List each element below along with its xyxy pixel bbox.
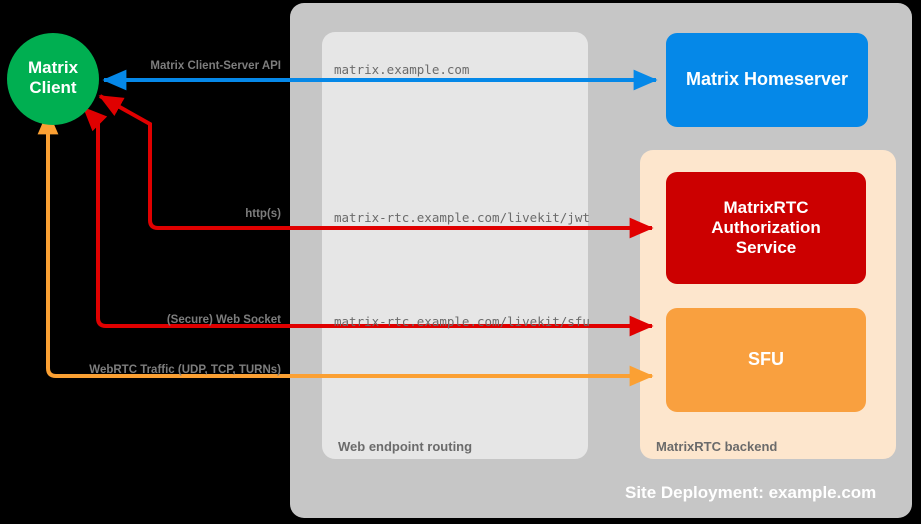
edge-label-jwt-http: http(s) [245, 208, 281, 220]
edge-label-client-server-api: Matrix Client-Server API [150, 60, 281, 72]
edge-sfu-websocket [82, 106, 654, 337]
node-matrix-client [7, 33, 99, 125]
url-label-livekit-jwt: matrix-rtc.example.com/livekit/jwt [334, 210, 590, 225]
node-sfu [666, 308, 866, 412]
edge-label-sfu-websocket: (Secure) Web Socket [166, 314, 281, 326]
web-endpoint-routing-caption: Web endpoint routing [338, 439, 473, 454]
site-deployment-caption: Site Deployment: example.com [625, 483, 877, 502]
edge-webrtc-traffic [37, 110, 654, 387]
url-label-matrix-homeserver: matrix.example.com [334, 62, 470, 77]
node-matrix-homeserver [666, 33, 868, 127]
edge-label-webrtc-traffic: WebRTC Traffic (UDP, TCP, TURNs) [89, 364, 281, 376]
url-label-livekit-sfu: matrix-rtc.example.com/livekit/sfu [334, 314, 590, 329]
matrixrtc-backend-caption: MatrixRTC backend [656, 439, 778, 454]
edge-jwt-http [98, 94, 654, 239]
web-endpoint-routing-panel [322, 32, 588, 459]
node-authorization-service [666, 172, 866, 284]
